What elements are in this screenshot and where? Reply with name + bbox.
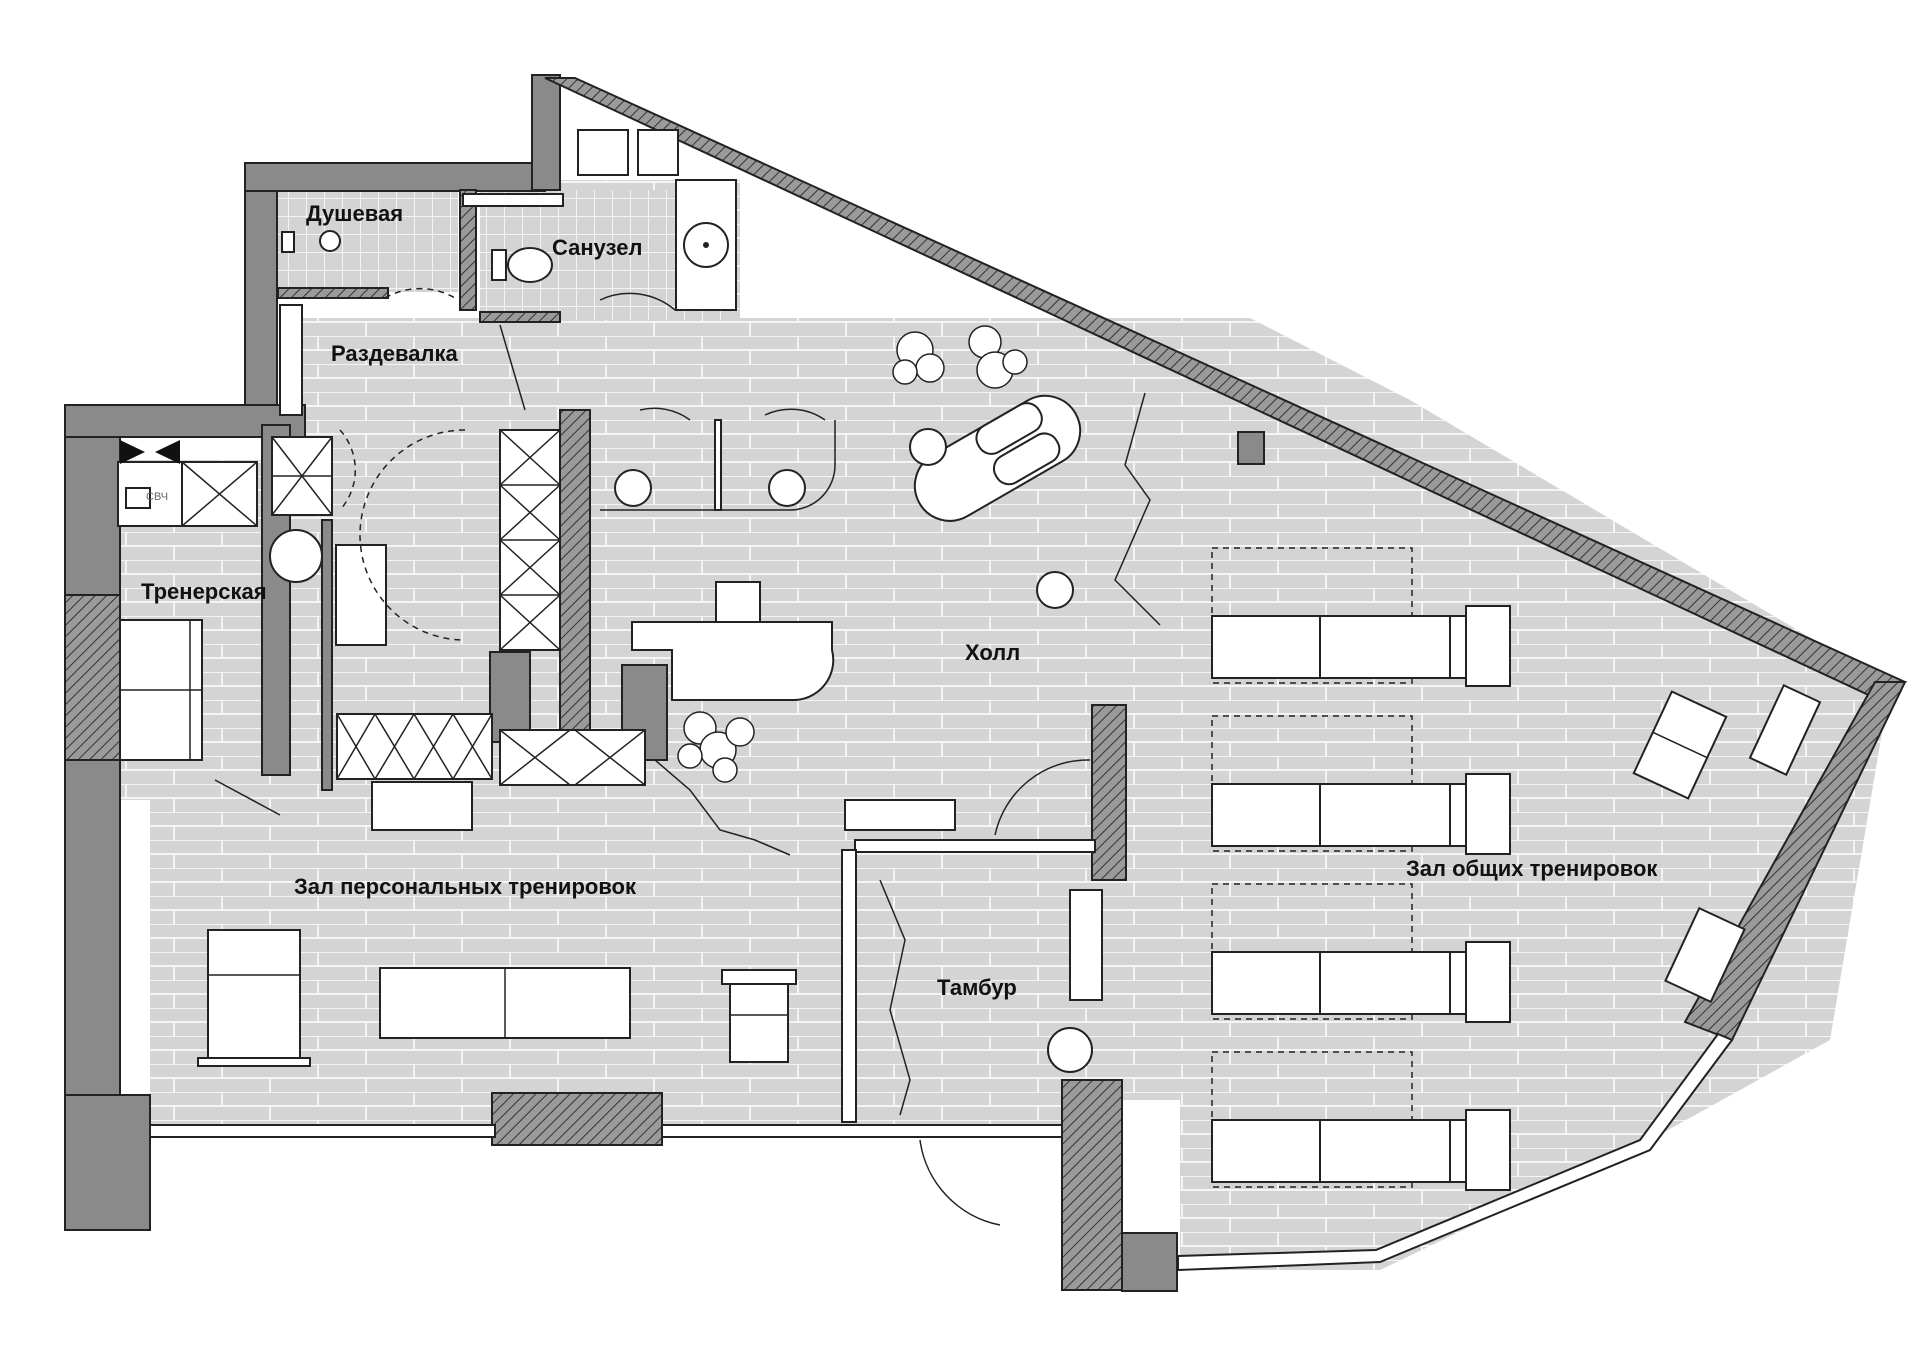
- doors: [339, 292, 826, 641]
- label-toilet: Санузел: [552, 235, 642, 260]
- toilet-room: [491, 129, 737, 311]
- label-shower: Душевая: [306, 201, 403, 226]
- label-locker-room: Раздевалка: [331, 341, 458, 366]
- closets: [336, 429, 646, 786]
- room-labels: Душевая Санузел Раздевалка Тренерская Хо…: [141, 201, 1658, 1000]
- windows: [149, 839, 1734, 1272]
- label-coach-room: Тренерская: [141, 579, 267, 604]
- label-microwave: СВЧ: [146, 491, 168, 503]
- walls: [64, 74, 1908, 1292]
- shower-room: [281, 193, 564, 253]
- label-vestibule: Тамбур: [937, 975, 1017, 1000]
- hall-furniture: [600, 325, 1161, 856]
- personal-training-equipment: [197, 781, 797, 1067]
- label-personal-training-hall: Зал персональных тренировок: [294, 874, 637, 899]
- label-hall: Холл: [965, 640, 1020, 665]
- group-training-equipment: [1211, 547, 1822, 1191]
- locker-room: [271, 287, 526, 516]
- label-group-training-hall: Зал общих тренировок: [1406, 856, 1658, 881]
- vestibule: [841, 759, 1103, 1226]
- coach-room: [117, 440, 387, 816]
